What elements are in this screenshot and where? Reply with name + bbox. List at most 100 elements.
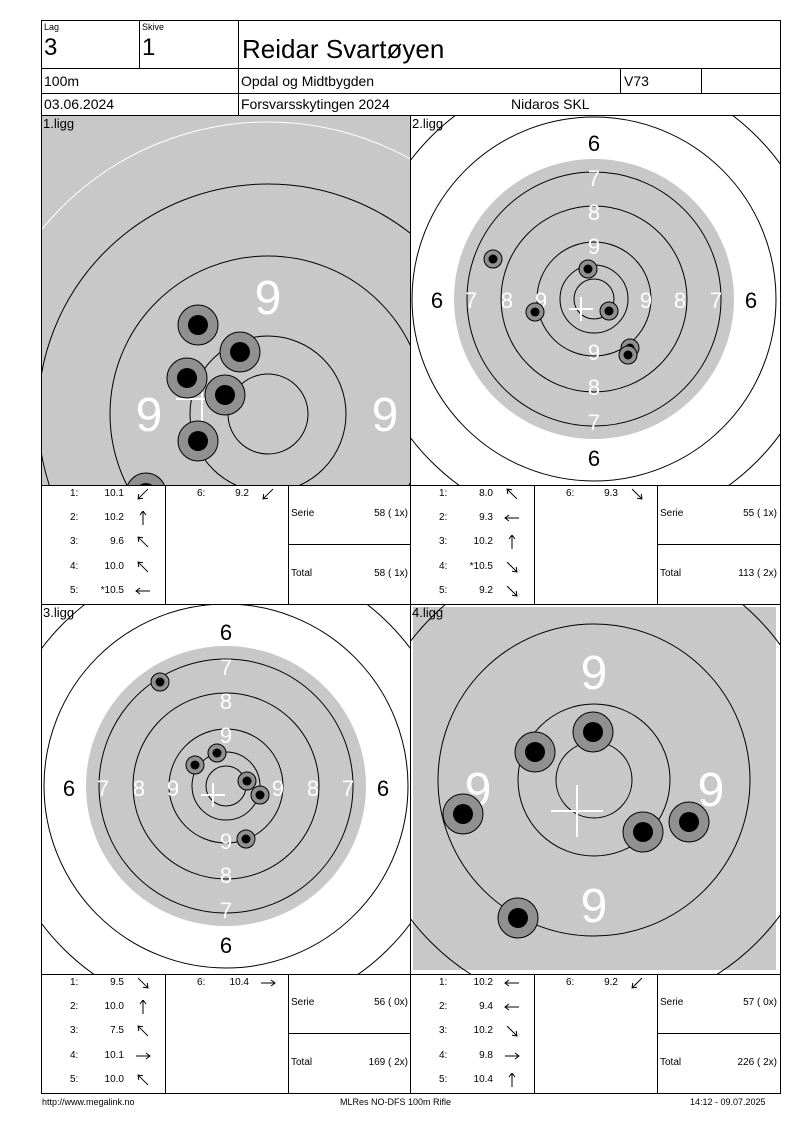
shot-direction-arrow-icon	[503, 534, 521, 552]
skive-label: Skive	[142, 22, 165, 32]
ring-number-7: 7	[342, 776, 354, 801]
ring-number-7: 7	[97, 776, 109, 801]
shot-direction-arrow-icon	[134, 1073, 152, 1090]
shot-direction-arrow-icon	[134, 1049, 152, 1066]
shot-hole-4	[237, 771, 257, 791]
ring-number-9: 9	[220, 829, 232, 854]
ring-number-7: 7	[220, 898, 232, 923]
serie-label: Serie	[291, 997, 315, 1008]
shot-direction-arrow-icon	[503, 511, 521, 528]
skive-value: 1	[142, 34, 156, 61]
shot-number: 5:	[70, 584, 79, 596]
shot-score: 9.2	[235, 488, 249, 499]
shot-score: 9.3	[479, 512, 493, 524]
target-black-area	[454, 159, 734, 439]
shot-number: 1:	[439, 488, 448, 499]
shot-number: 1:	[70, 977, 79, 988]
shot-hole-3	[166, 357, 208, 399]
serie-label: Serie	[291, 508, 315, 519]
club: Opdal og Midtbygden	[241, 73, 375, 89]
ring-number-9: 9	[588, 234, 600, 259]
target-ring	[517, 703, 671, 857]
target-label: 2.ligg	[412, 116, 444, 131]
serie-value: 55 ( 1x)	[743, 508, 777, 519]
shot-direction-arrow-icon	[503, 560, 521, 577]
footer-link[interactable]: http://www.megalink.no	[42, 1097, 135, 1107]
target-ring	[42, 121, 410, 231]
shot-hole-1	[177, 304, 219, 346]
ring-number-9: 9	[136, 389, 163, 442]
total-label: Total	[660, 568, 682, 579]
target-ring	[466, 171, 722, 427]
shot-direction-arrow-icon	[259, 976, 277, 993]
shot-direction-arrow-icon	[628, 487, 646, 504]
shot-score: 9.2	[479, 584, 493, 596]
ring-number-6: 6	[220, 620, 232, 645]
shot-hole-5	[177, 420, 219, 462]
total-label: Total	[660, 1057, 682, 1068]
target-ring	[500, 205, 688, 393]
shot-number: 4:	[439, 1049, 448, 1061]
ring-number-9: 9	[255, 272, 282, 325]
total-value: 226 ( 2x)	[737, 1057, 777, 1068]
shot-hole-3	[185, 755, 205, 775]
shot-hole-4	[599, 301, 619, 321]
shot-score: 10.0	[104, 560, 124, 572]
shot-score: 10.0	[104, 1073, 124, 1085]
shot-number: 6:	[566, 488, 575, 499]
ring-number-6: 6	[220, 933, 232, 958]
shot-direction-arrow-icon	[259, 487, 277, 504]
shot-number: 3:	[70, 1025, 79, 1037]
shot-score: *10.5	[100, 584, 124, 596]
total-label: Total	[291, 568, 313, 579]
shot-score: 10.4	[473, 1073, 493, 1085]
serie-value: 58 ( 1x)	[374, 508, 408, 519]
ring-number-6: 6	[588, 446, 600, 471]
shot-direction-arrow-icon	[628, 976, 646, 993]
shot-hole-1	[572, 711, 614, 753]
distance: 100m	[44, 73, 80, 89]
ring-number-9: 9	[581, 647, 608, 700]
shot-number: 6:	[197, 977, 206, 988]
shot-direction-arrow-icon	[134, 487, 152, 504]
ring-number-6: 6	[431, 288, 443, 313]
shot-number: 2:	[439, 1001, 448, 1013]
target-ring	[536, 241, 652, 357]
shot-hole-3	[578, 259, 598, 279]
shot-direction-arrow-icon	[134, 510, 152, 528]
target-black-area	[86, 646, 366, 926]
shot-direction-arrow-icon	[134, 999, 152, 1017]
shooter-class: V73	[624, 73, 649, 89]
target-ring	[189, 335, 347, 485]
target-label: 4.ligg	[412, 605, 444, 620]
shot-score: 9.3	[604, 488, 618, 499]
ring-number-7: 7	[220, 655, 232, 680]
shot-direction-arrow-icon	[503, 1049, 521, 1066]
shot-score: 10.1	[104, 1049, 124, 1061]
shot-number: 4:	[70, 560, 79, 572]
shot-score: *10.5	[469, 560, 493, 572]
total-value: 169 ( 2x)	[368, 1057, 408, 1068]
shot-hole-2	[514, 731, 556, 773]
shot-direction-arrow-icon	[503, 584, 521, 601]
shot-score: 10.0	[104, 1001, 124, 1013]
ring-number-9: 9	[588, 340, 600, 365]
shot-number: 6:	[566, 977, 575, 988]
target-label: 3.ligg	[43, 605, 75, 620]
ring-number-7: 7	[710, 288, 722, 313]
shot-hole-6	[127, 472, 165, 485]
shot-score: 9.2	[604, 977, 618, 988]
total-label: Total	[291, 1057, 313, 1068]
target-ring	[109, 255, 410, 485]
ring-number-8: 8	[588, 200, 600, 225]
shot-direction-arrow-icon	[503, 1000, 521, 1017]
footer-timestamp: 14:12 - 09.07.2025	[690, 1097, 766, 1107]
shot-score: 9.5	[110, 977, 124, 988]
shot-direction-arrow-icon	[134, 535, 152, 552]
shot-direction-arrow-icon	[134, 584, 152, 601]
event: Forsvarsskytingen 2024	[241, 96, 390, 112]
